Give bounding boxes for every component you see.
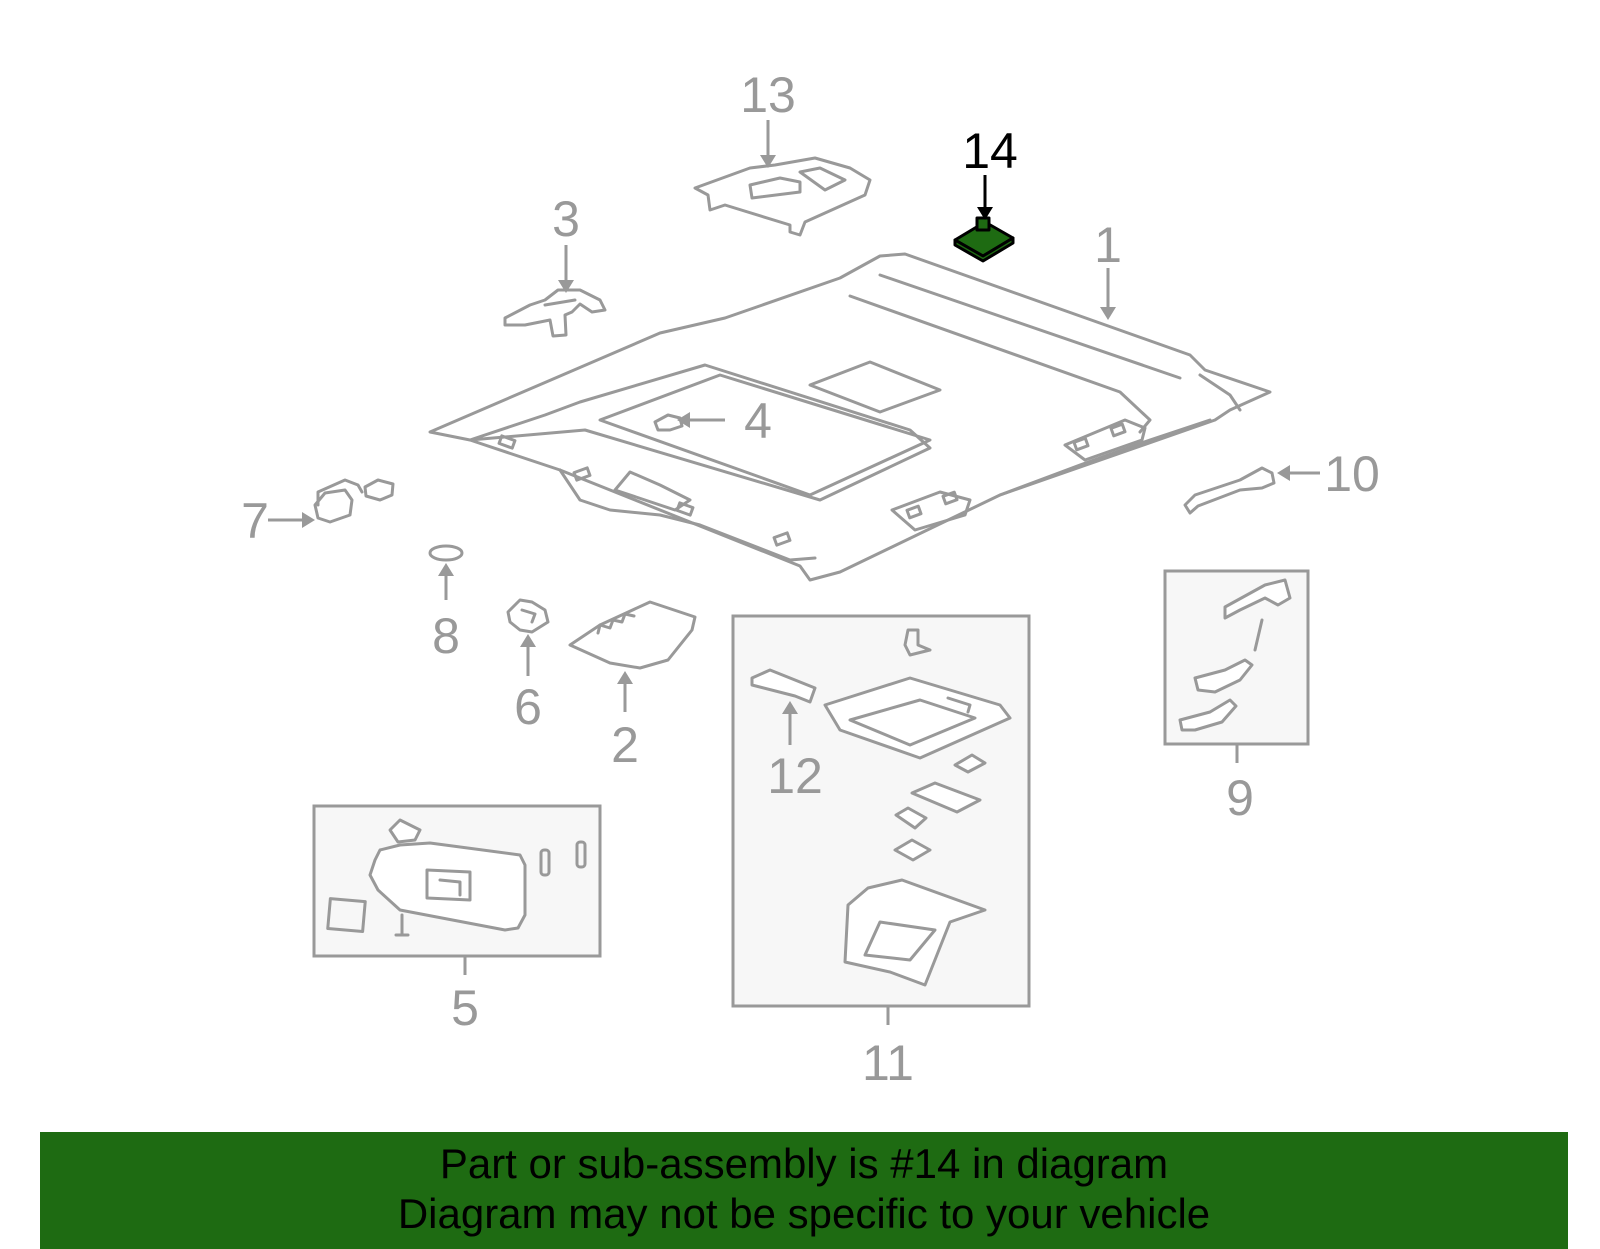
callout-8: 8 bbox=[432, 608, 460, 664]
part-10-retainer[interactable] bbox=[1183, 466, 1276, 515]
part-4-clip[interactable] bbox=[653, 413, 684, 432]
callout-6: 6 bbox=[514, 679, 542, 735]
part-9-grab-handle-box[interactable] bbox=[1163, 569, 1310, 746]
callout-7: 7 bbox=[241, 493, 269, 549]
part-5-sun-visor-box[interactable] bbox=[312, 804, 602, 958]
callout-3: 3 bbox=[552, 191, 580, 247]
part-11-console-box[interactable] bbox=[731, 614, 1031, 1008]
part-13-bracket[interactable] bbox=[693, 156, 872, 237]
leader-line-14 bbox=[977, 175, 993, 220]
part-6-clip[interactable] bbox=[506, 598, 550, 634]
callout-14: 14 bbox=[962, 123, 1018, 179]
callout-11: 11 bbox=[862, 1035, 914, 1091]
callout-2: 2 bbox=[611, 717, 639, 773]
part-1-headliner[interactable] bbox=[428, 252, 1272, 582]
callout-10: 10 bbox=[1324, 446, 1380, 502]
callout-5: 5 bbox=[451, 980, 479, 1036]
callout-13: 13 bbox=[740, 67, 796, 123]
callout-4: 4 bbox=[744, 393, 772, 449]
callout-9: 9 bbox=[1226, 770, 1254, 826]
callout-labels: 13 14 3 1 4 10 7 8 6 2 12 9 5 11 bbox=[241, 67, 1380, 1091]
part-14-highlighted[interactable] bbox=[953, 216, 1015, 263]
callout-12: 12 bbox=[767, 748, 823, 804]
leader-lines bbox=[268, 120, 1320, 1025]
part-2-cover[interactable] bbox=[568, 600, 697, 670]
part-3-bracket[interactable] bbox=[503, 288, 607, 338]
info-banner: Part or sub-assembly is #14 in diagram D… bbox=[40, 1132, 1568, 1249]
part-7-clip[interactable] bbox=[313, 478, 395, 524]
banner-line-1: Part or sub-assembly is #14 in diagram bbox=[439, 1140, 1169, 1187]
callout-1: 1 bbox=[1094, 217, 1122, 273]
banner-line-2: Diagram may not be specific to your vehi… bbox=[397, 1190, 1211, 1237]
part-8-grommet[interactable] bbox=[428, 544, 464, 562]
